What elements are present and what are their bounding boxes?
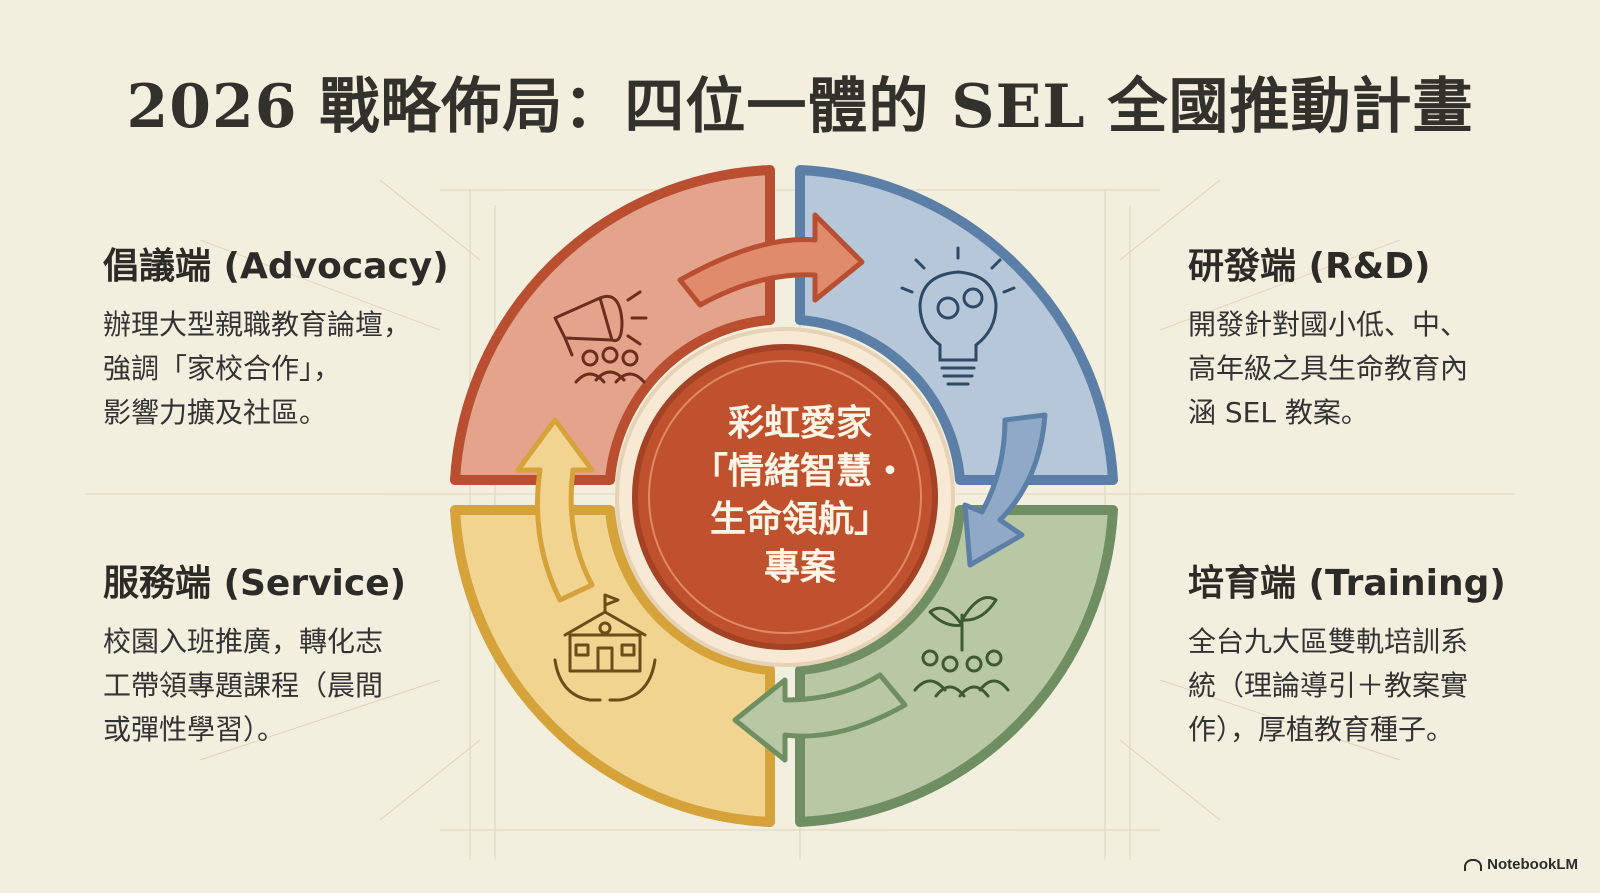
service-heading: 服務端 (Service) bbox=[103, 563, 407, 604]
training-block: 培育端 (Training) 全台九大區雙軌培訓系 統（理論導引＋教案實 作），… bbox=[1188, 554, 1568, 752]
lightbulb-gears-icon bbox=[900, 246, 1016, 386]
service-line: 或彈性學習）。 bbox=[103, 713, 286, 746]
center-line: 生命領航」 bbox=[709, 499, 890, 540]
brand-label: NotebookLM bbox=[1487, 856, 1578, 873]
page-title: 2026 戰略佈局：四位一體的 SEL 全國推動計畫 bbox=[126, 72, 1474, 142]
training-description: 全台九大區雙軌培訓系 統（理論導引＋教案實 作），厚植教育種子。 bbox=[1188, 620, 1568, 752]
brand-watermark: NotebookLM bbox=[1464, 856, 1578, 873]
megaphone-icon bbox=[553, 290, 648, 384]
training-line: 作），厚植教育種子。 bbox=[1188, 713, 1455, 746]
training-line: 統（理論導引＋教案實 bbox=[1188, 669, 1469, 702]
rnd-description: 開發針對國小低、中、 高年級之具生命教育內 涵 SEL 教案。 bbox=[1188, 303, 1568, 435]
center-line: 彩虹愛家 bbox=[727, 403, 872, 444]
rnd-segment bbox=[795, 165, 1118, 485]
arrow-advocacy-to-rnd bbox=[677, 212, 865, 308]
advocacy-heading: 倡議端 (Advocacy) bbox=[103, 246, 449, 287]
rnd-heading: 研發端 (R&D) bbox=[1188, 246, 1431, 287]
service-description: 校園入班推廣，轉化志 工帶領專題課程（晨間 或彈性學習）。 bbox=[103, 620, 483, 752]
rnd-line: 開發針對國小低、中、 bbox=[1188, 308, 1469, 341]
service-block: 服務端 (Service) 校園入班推廣，轉化志 工帶領專題課程（晨間 或彈性學… bbox=[103, 554, 483, 752]
rnd-line: 高年級之具生命教育內 bbox=[1188, 352, 1469, 385]
center-project-title: 彩虹愛家 「情緒智慧・ 生命領航」 專案 bbox=[668, 400, 932, 592]
center-line: 專案 bbox=[763, 547, 836, 588]
service-line: 校園入班推廣，轉化志 bbox=[103, 625, 384, 658]
rnd-block: 研發端 (R&D) 開發針對國小低、中、 高年級之具生命教育內 涵 SEL 教案… bbox=[1188, 237, 1568, 435]
rnd-line: 涵 SEL 教案。 bbox=[1188, 396, 1369, 429]
advocacy-description: 辦理大型親職教育論壇， 強調「家校合作」， 影響力擴及社區。 bbox=[103, 303, 483, 435]
training-line: 全台九大區雙軌培訓系 bbox=[1188, 625, 1469, 658]
notebooklm-icon bbox=[1464, 859, 1483, 872]
school-hands-icon bbox=[553, 593, 657, 702]
cycle-diagram bbox=[450, 165, 1118, 827]
advocacy-line: 強調「家校合作」， bbox=[103, 352, 342, 385]
center-disc bbox=[632, 344, 938, 650]
arrow-training-to-service bbox=[732, 672, 908, 763]
advocacy-block: 倡議端 (Advocacy) 辦理大型親職教育論壇， 強調「家校合作」， 影響力… bbox=[103, 237, 483, 435]
arrow-service-to-advocacy bbox=[515, 417, 595, 603]
arrow-rnd-to-training bbox=[962, 412, 1048, 568]
training-heading: 培育端 (Training) bbox=[1188, 563, 1506, 604]
advocacy-line: 辦理大型親職教育論壇， bbox=[103, 308, 412, 341]
advocacy-line: 影響力擴及社區。 bbox=[103, 396, 328, 429]
sprout-people-icon bbox=[913, 596, 1010, 698]
service-line: 工帶領專題課程（晨間 bbox=[103, 669, 384, 702]
center-line: 「情緒智慧・ bbox=[691, 451, 908, 492]
advocacy-segment bbox=[450, 165, 775, 485]
